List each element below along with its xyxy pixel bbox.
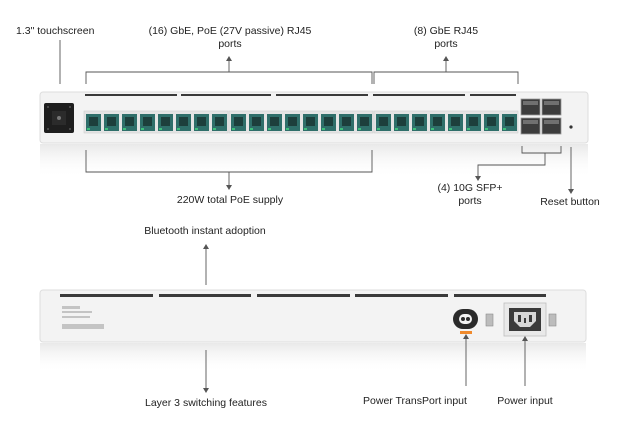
reset-button[interactable] [569, 125, 573, 129]
poe-port-13[interactable] [303, 114, 318, 131]
gbe-ports-label: (8) GbE RJ45 ports [396, 25, 496, 51]
bluetooth-label: Bluetooth instant adoption [144, 225, 266, 237]
sfp-ports-label-line1: (4) 10G SFP+ [437, 182, 503, 194]
front-reflection [40, 144, 588, 178]
power-input-latch [548, 313, 557, 327]
gbe-port-17[interactable] [376, 114, 391, 131]
sfp-bottom-bracket [521, 146, 562, 154]
front-vents [85, 94, 516, 96]
sfp-ports-label-line2: ports [458, 195, 482, 207]
back-vents [60, 294, 546, 297]
gbe-port-22[interactable] [466, 114, 481, 131]
poe-port-2[interactable] [104, 114, 119, 131]
poe-ports-label: (16) GbE, PoE (27V passive) RJ45 ports [130, 25, 330, 51]
power-transport-latch [485, 313, 494, 327]
reset-button-label: Reset button [540, 196, 600, 208]
sfp-leader [477, 153, 546, 177]
gbe-port-23[interactable] [484, 114, 499, 131]
back-callouts [205, 248, 526, 389]
poe-ports-label-line2: ports [218, 38, 242, 50]
poe-port-8[interactable] [212, 114, 227, 131]
gbe-ports-label-line2: ports [434, 38, 458, 50]
front-ports [86, 114, 517, 131]
poe-port-3[interactable] [122, 114, 137, 131]
poe-port-4[interactable] [140, 114, 155, 131]
gbe-port-20[interactable] [430, 114, 445, 131]
touchscreen[interactable] [44, 103, 74, 133]
gbe-ports-label-line1: (8) GbE RJ45 [413, 25, 479, 37]
gbe-top-bracket [373, 71, 519, 84]
poe-port-7[interactable] [194, 114, 209, 131]
front-unit [39, 91, 589, 178]
poe-port-12[interactable] [285, 114, 300, 131]
power-transport-port[interactable] [453, 309, 478, 329]
poe-port-block-1 [83, 110, 229, 134]
poe-port-14[interactable] [321, 114, 336, 131]
poe-port-1[interactable] [86, 114, 101, 131]
gbe-port-18[interactable] [394, 114, 409, 131]
poe-port-16[interactable] [357, 114, 372, 131]
back-unit [39, 289, 587, 373]
gbe-port-block [373, 110, 519, 134]
poe-port-6[interactable] [176, 114, 191, 131]
poe-ports-label-line1: (16) GbE, PoE (27V passive) RJ45 [148, 25, 312, 37]
layer3-label: Layer 3 switching features [145, 397, 267, 409]
front-callouts [59, 40, 572, 190]
gbe-port-19[interactable] [412, 114, 427, 131]
sfp-ports-label: (4) 10G SFP+ ports [430, 182, 510, 208]
gbe-port-24[interactable] [502, 114, 517, 131]
gbe-port-21[interactable] [448, 114, 463, 131]
power-input-port[interactable] [503, 302, 547, 337]
back-reflection [40, 343, 586, 373]
power-transport-label: Power TransPort input [363, 395, 467, 407]
poe-port-5[interactable] [158, 114, 173, 131]
back-chassis [39, 289, 587, 343]
regulatory-marks [62, 306, 104, 329]
poe-top-bracket [85, 71, 373, 84]
power-input-label: Power input [497, 395, 553, 407]
power-transport-indicator [460, 331, 472, 334]
touchscreen-label: 1.3" touchscreen [16, 25, 95, 37]
poe-port-15[interactable] [339, 114, 354, 131]
sfp-cages [520, 98, 562, 135]
poe-port-10[interactable] [249, 114, 264, 131]
poe-port-11[interactable] [267, 114, 282, 131]
poe-supply-label: 220W total PoE supply [176, 194, 284, 206]
poe-port-9[interactable] [231, 114, 246, 131]
poe-port-block-2 [228, 110, 374, 134]
